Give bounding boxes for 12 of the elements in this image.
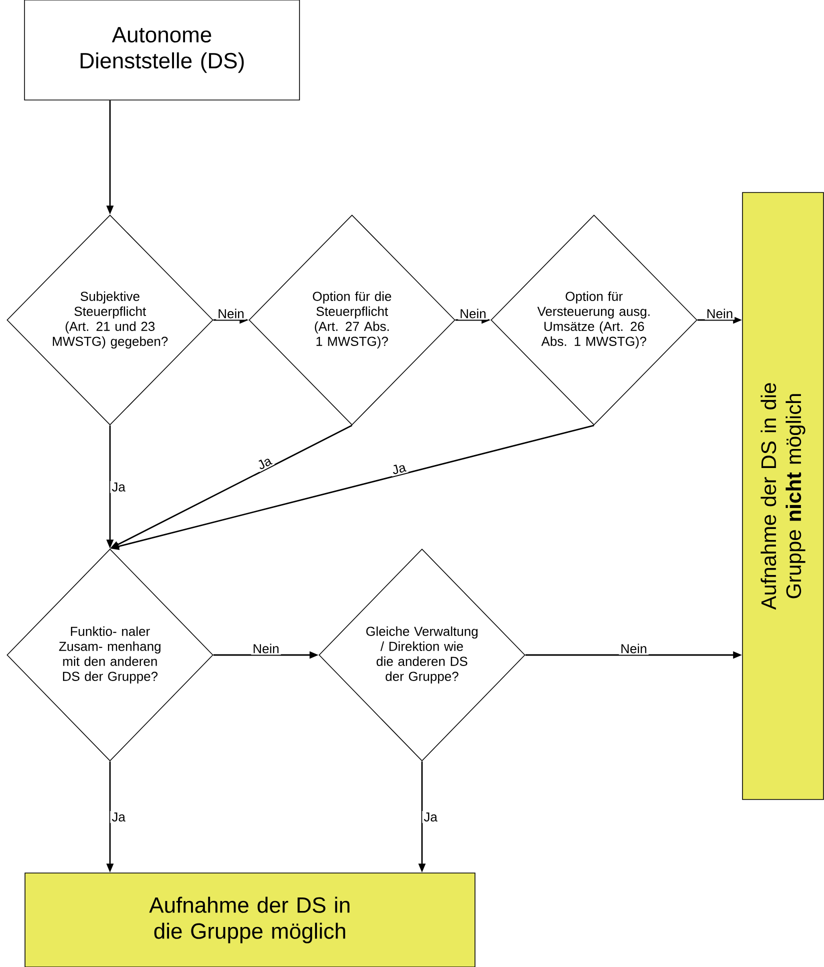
edge-label: Ja [422,810,439,824]
edge-label: Nein [251,642,281,655]
edge-label: Ja [389,460,408,477]
process-box: Aufnahme der DS in die Gruppe möglich [24,872,476,967]
edge-label: Nein [216,307,246,320]
edge-label: Ja [110,480,127,494]
edge-label: Nein [618,642,649,655]
edge-label: Nein [458,307,488,320]
edge-label: Nein [704,307,735,320]
edge-label: Ja [254,454,275,472]
edge-label: Ja [110,810,127,824]
process-box: Autonome Dienststelle (DS) [24,0,300,100]
